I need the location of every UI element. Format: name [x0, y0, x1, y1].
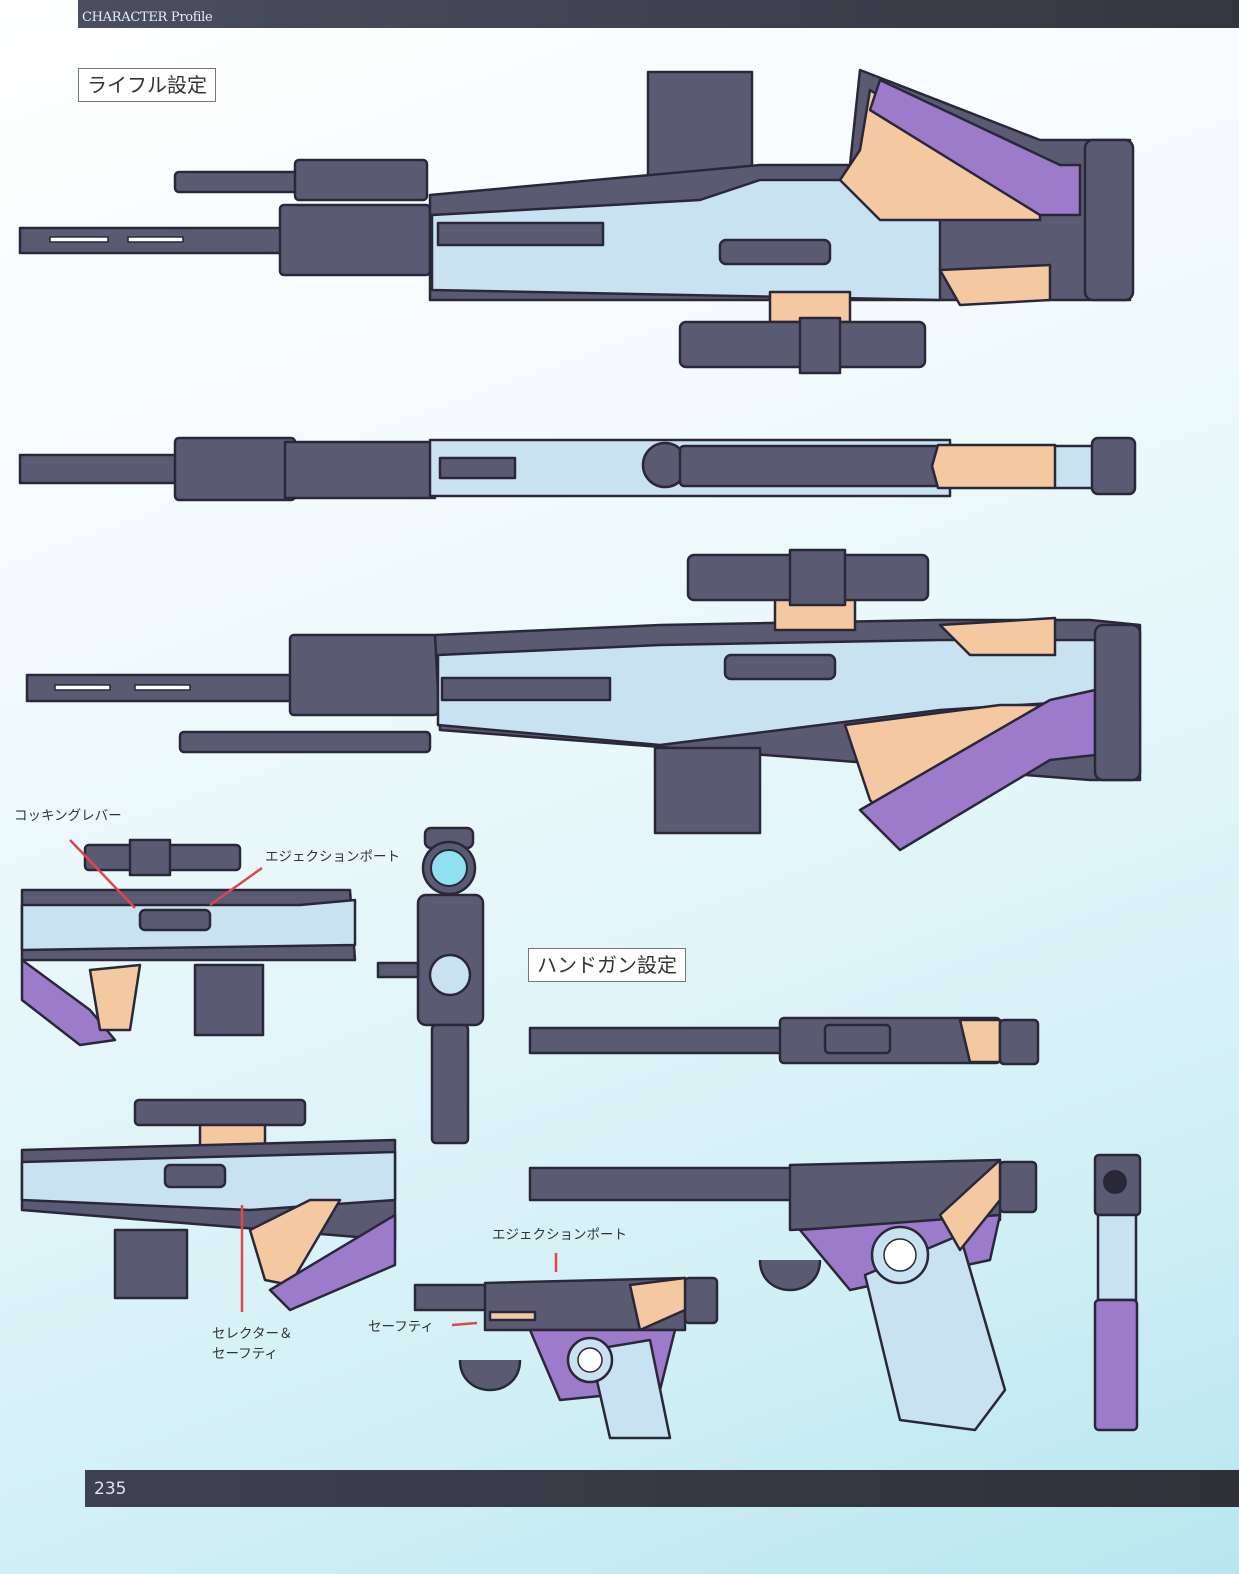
rifle-side-view-right [18, 68, 1135, 375]
callout-safety-handgun: セーフティ [368, 1319, 434, 1335]
handgun-section-label: ハンドガン設定 [528, 948, 686, 982]
page-number: 235 [94, 1479, 127, 1499]
rifle-closeup-bottom [20, 1098, 397, 1312]
header-title: CHARACTER Profile [82, 10, 213, 25]
handgun-closeup [413, 1253, 719, 1440]
callout-ejection-port-handgun: エジェクションポート [492, 1227, 627, 1243]
callout-ejection-port-rifle: エジェクションポート [265, 849, 400, 865]
handgun-side-view [528, 1158, 1038, 1432]
header-bar: CHARACTER Profile [78, 0, 1239, 28]
handgun-top-view [528, 1016, 1040, 1066]
rifle-closeup-top [20, 838, 357, 1047]
rifle-section-label: ライフル設定 [78, 68, 216, 102]
callout-selector-safety-line2: セーフティ [212, 1346, 278, 1362]
callout-cocking-lever: コッキングレバー [14, 808, 122, 824]
rifle-side-view-left [25, 548, 1142, 852]
rifle-front-view [376, 826, 485, 1145]
handgun-front-view [1093, 1153, 1142, 1432]
callout-selector-safety: セレクター＆ セーフティ [212, 1324, 292, 1364]
rifle-top-view [18, 436, 1137, 502]
footer-bar: 235 [85, 1470, 1239, 1507]
callout-selector-safety-line1: セレクター＆ [212, 1326, 293, 1342]
